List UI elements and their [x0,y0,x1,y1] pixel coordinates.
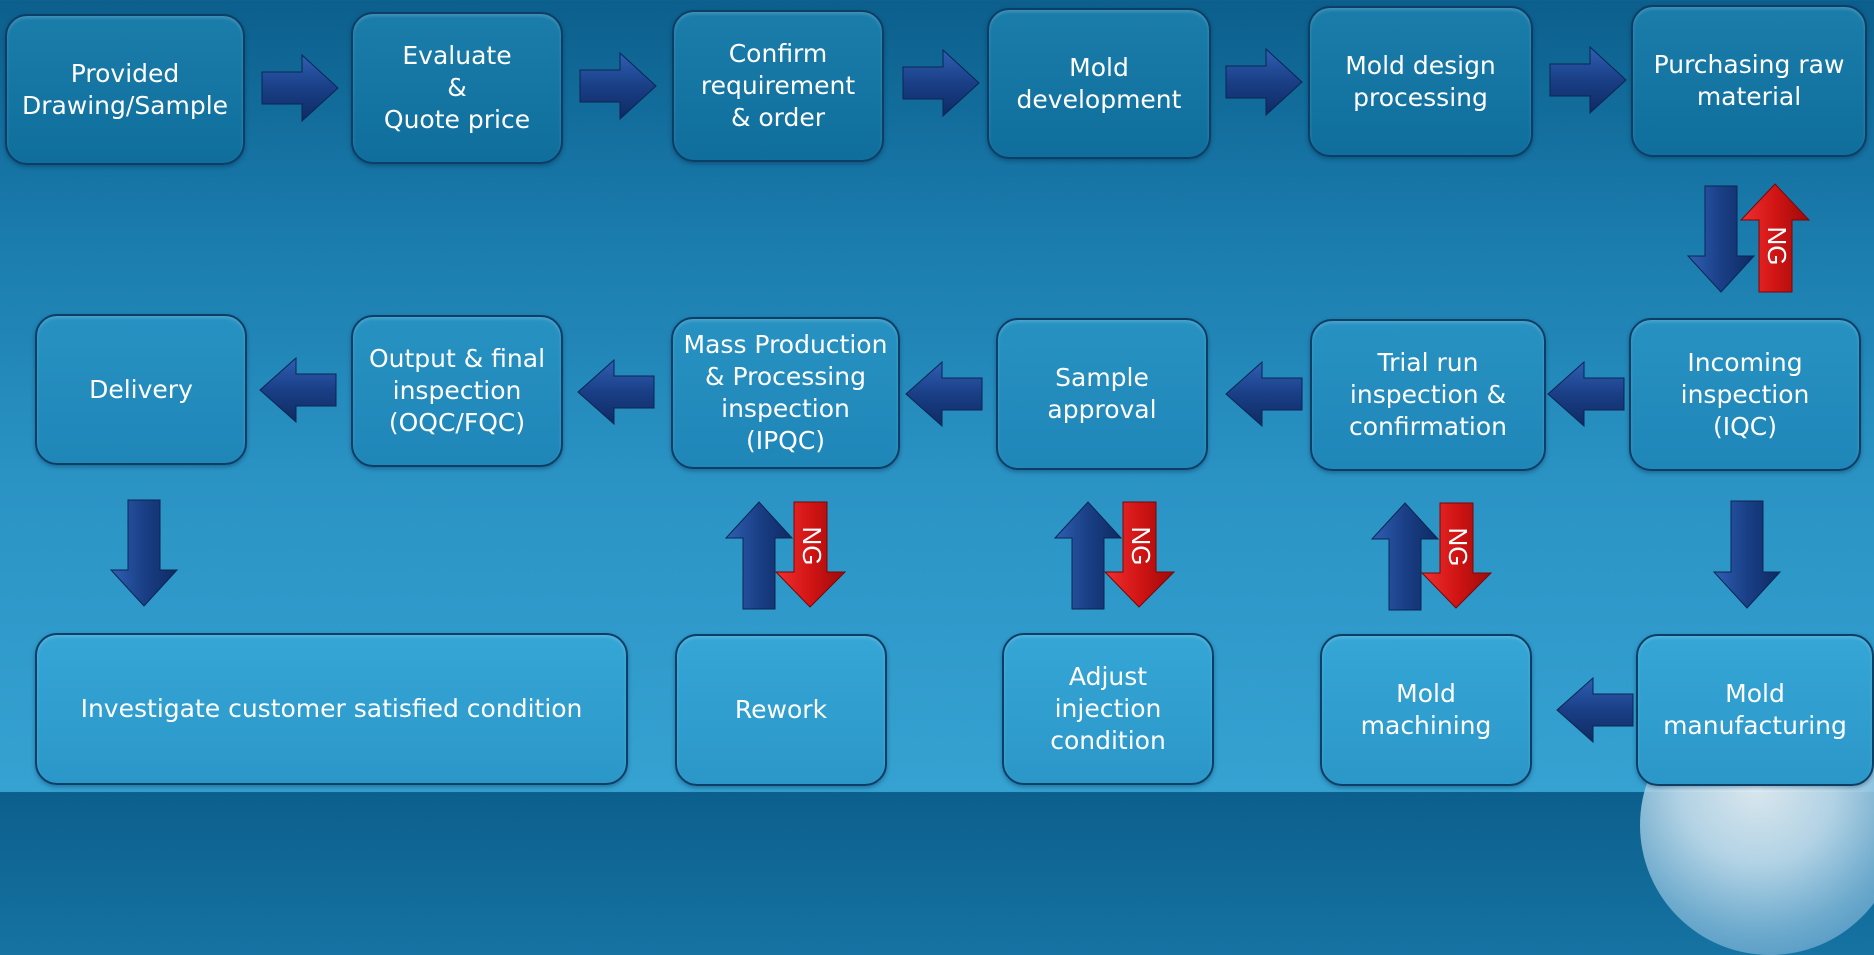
ng-label: NG [797,527,827,566]
step-confirm-requirement-order: Confirm requirement & order [672,10,884,162]
arrow-down-icon [109,499,179,607]
step-label: Rework [734,695,828,724]
step-mold-manufacturing: Mold manufacturing [1636,634,1874,786]
step-delivery: Delivery [35,314,247,465]
step-label: Provided Drawing/Sample [21,58,229,120]
step-mold-machining: Mold machining [1320,634,1532,786]
step-evaluate-quote-price: Evaluate & Quote price [351,12,563,164]
arrow-left-icon [1225,360,1303,428]
ng-label: NG [1126,527,1156,566]
step-label: Purchasing raw material [1653,50,1845,111]
step-incoming-inspection-iqc: Incoming inspection (IQC) [1629,318,1861,471]
ng-label: NG [1762,227,1792,266]
arrow-left-icon [577,358,655,426]
arrow-down-icon [1686,185,1756,293]
step-provided-drawing-sample: Provided Drawing/Sample [5,14,245,165]
ng-arrow-up-icon [1739,183,1811,293]
step-rework: Rework [675,634,887,786]
arrow-right-icon [579,51,657,121]
step-label: Delivery [89,374,193,404]
arrow-down-icon [1712,500,1782,609]
step-trial-run-inspection: Trial run inspection & confirmation [1310,319,1546,471]
arrow-left-icon [905,360,983,428]
step-label: Mold machining [1360,679,1492,740]
step-label: Mass Production & Processing inspection … [683,330,888,455]
step-label: Investigate customer satisfied condition [80,694,583,723]
step-label: Evaluate & Quote price [383,41,531,134]
step-label: Mold development [1016,52,1182,114]
arrow-up-icon [724,501,794,610]
step-adjust-injection-condition: Adjust injection condition [1002,633,1214,785]
arrow-right-icon [902,48,980,118]
arrow-up-icon [1370,502,1440,611]
arrow-left-icon [1547,360,1625,428]
step-label: Adjust injection condition [1050,662,1166,755]
step-investigate-customer-satisfied: Investigate customer satisfied condition [35,633,628,785]
step-output-final-inspection: Output & final inspection (OQC/FQC) [351,315,563,467]
arrow-left-icon [1556,676,1634,744]
step-label: Output & final inspection (OQC/FQC) [368,344,546,437]
ng-arrow-down-icon [1103,501,1176,608]
step-label: Mold manufacturing [1663,679,1847,740]
arrow-up-icon [1053,501,1123,610]
step-sample-approval: Sample approval [996,318,1208,470]
step-label: Incoming inspection (IQC) [1680,347,1810,441]
step-label: Trial run inspection & confirmation [1348,348,1508,441]
arrow-right-icon [1225,47,1303,117]
step-mold-design-processing: Mold design processing [1308,6,1533,157]
step-mass-production-ipqc: Mass Production & Processing inspection … [671,317,900,469]
ng-label: NG [1443,528,1473,567]
ng-arrow-down-icon [774,501,847,608]
arrow-left-icon [259,356,337,424]
step-purchasing-raw-material: Purchasing raw material [1631,5,1867,157]
arrow-right-icon [261,53,339,123]
arrow-right-icon [1549,45,1627,115]
step-label: Sample approval [1047,363,1157,424]
step-mold-development: Mold development [987,8,1211,159]
ng-arrow-down-icon [1420,502,1493,609]
step-label: Confirm requirement & order [700,39,856,132]
step-label: Mold design processing [1345,50,1496,112]
